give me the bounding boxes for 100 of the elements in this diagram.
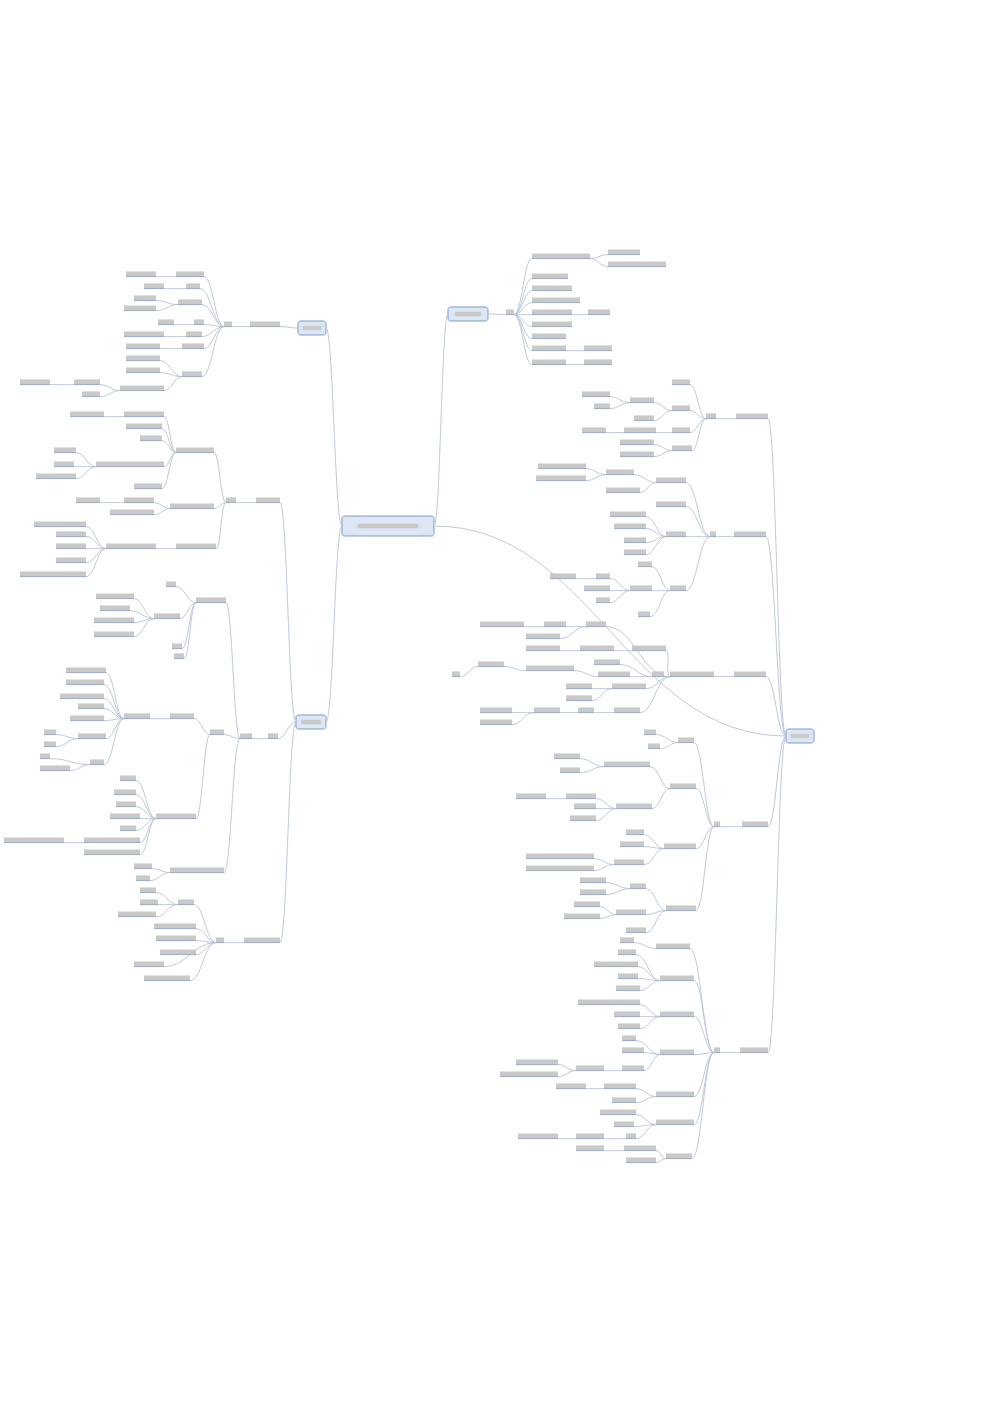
branch-bar (173, 653, 185, 660)
branch-line (629, 676, 653, 678)
branch-bar (575, 1065, 605, 1072)
branch-bar (505, 309, 515, 316)
branch-bar (135, 875, 151, 882)
branch-bar (579, 877, 607, 884)
branch-line (175, 586, 197, 604)
branch-bar (565, 683, 593, 690)
branch-line (589, 258, 609, 268)
branch-line (693, 742, 715, 828)
branch-bar (517, 1133, 559, 1140)
branch-line (559, 650, 581, 652)
branch-bar (705, 413, 717, 420)
branch-line (513, 302, 533, 316)
branch-bar (181, 343, 205, 350)
branch-line (235, 502, 257, 504)
branch-line (195, 928, 217, 944)
branch-line (765, 536, 787, 737)
branch-line (649, 590, 671, 618)
branch-line (149, 718, 171, 720)
branch-bar (583, 359, 613, 366)
branch-line (595, 808, 617, 810)
branch-bar (579, 889, 607, 896)
branch-line (765, 676, 787, 737)
branch-line (503, 666, 527, 672)
branch-bar (617, 973, 639, 980)
branch-bar (139, 899, 159, 906)
branch-line (163, 336, 187, 338)
branch-bar (123, 331, 165, 338)
branch-line (685, 482, 711, 538)
branch-line (695, 826, 715, 850)
branch-bar (619, 937, 635, 944)
branch-bar (83, 837, 141, 844)
branch-bar (607, 249, 641, 256)
branch-line (155, 304, 179, 312)
branch-line (565, 626, 587, 628)
branch-bar (599, 1109, 637, 1116)
branch-line (575, 578, 597, 580)
branch-bar (255, 497, 281, 504)
branch-line (55, 734, 79, 740)
branch-line (559, 712, 579, 714)
branch-line (201, 326, 225, 378)
branch-line (651, 590, 671, 592)
branch-bar (595, 597, 611, 604)
branch-bar (665, 905, 697, 912)
branch-line (659, 742, 679, 750)
branch-line (199, 288, 225, 328)
branch-bar (633, 415, 655, 422)
branch-line (767, 735, 787, 828)
branch-line (633, 942, 657, 950)
branch-bar (181, 371, 203, 378)
branch-bar (609, 511, 647, 518)
branch-bar (587, 309, 611, 316)
branch-line (603, 1070, 623, 1072)
branch-bar (607, 261, 667, 268)
branch-line (459, 666, 479, 678)
branch-line (139, 818, 157, 844)
branch-bar (713, 821, 721, 828)
branch-bar (531, 285, 573, 292)
branch-bar (531, 253, 591, 260)
branch-line (203, 324, 225, 328)
branch-line (579, 758, 605, 768)
branch-bar (155, 813, 197, 820)
branch-bar (619, 439, 655, 446)
branch-line (133, 598, 155, 620)
branch-line (665, 650, 671, 678)
branch-bar (93, 631, 135, 638)
branch-bar (531, 345, 567, 352)
branch-line (135, 806, 157, 820)
branch-line (189, 942, 217, 982)
branch-bar (629, 883, 647, 890)
branch-line (139, 818, 157, 820)
branch-line (635, 1124, 657, 1140)
branch-bar (535, 475, 587, 482)
branch-line (593, 864, 615, 872)
branch-bar (613, 1011, 641, 1018)
branch-line (643, 834, 665, 850)
branch-bar (93, 617, 135, 624)
branch-line (643, 1054, 661, 1072)
branch-bar (77, 733, 107, 740)
branch-line (603, 1150, 625, 1152)
branch-bar (677, 737, 695, 744)
branch-bar (123, 713, 151, 720)
branch-bar (579, 645, 615, 652)
branch-line (75, 466, 97, 480)
branch-line (645, 528, 667, 538)
branch-bar (77, 703, 105, 710)
branch-bar (605, 487, 641, 494)
branch-line (643, 846, 665, 850)
branch-line (103, 698, 125, 720)
branch-line (511, 712, 535, 726)
branch-bar (619, 841, 645, 848)
branch-line (155, 904, 179, 918)
branch-bar (629, 397, 655, 404)
branch-bar (53, 447, 77, 454)
branch-line (181, 602, 197, 650)
branch-bar (671, 405, 691, 412)
branch-bar (637, 611, 651, 618)
branch-line (325, 525, 343, 723)
branch-line (183, 602, 197, 660)
